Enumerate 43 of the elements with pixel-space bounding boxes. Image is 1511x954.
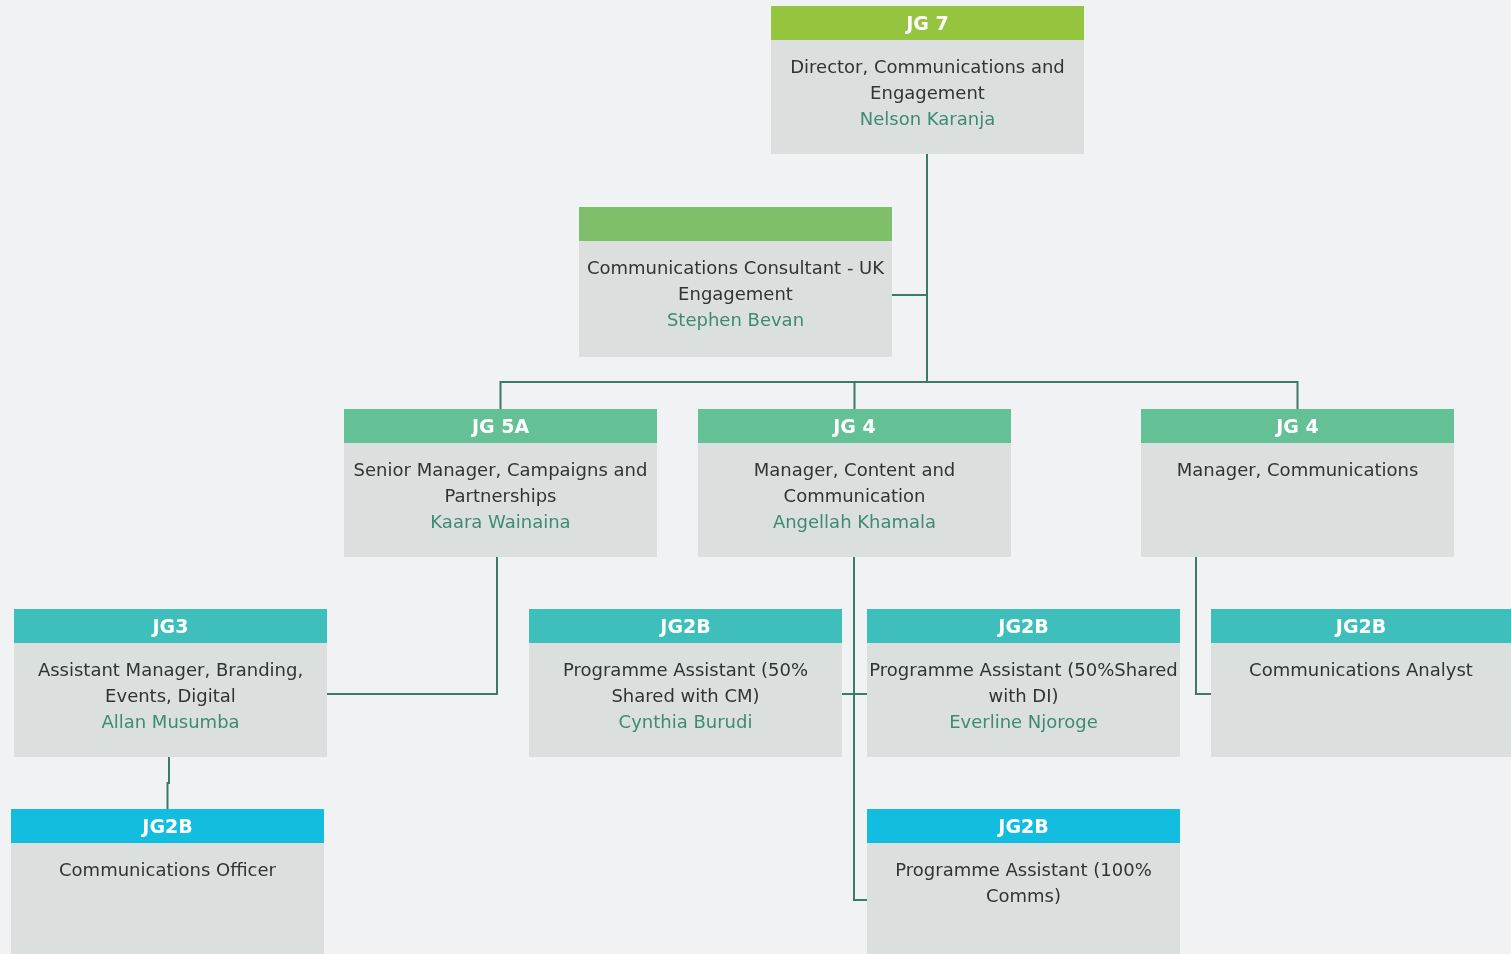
org-card <box>867 609 1180 757</box>
job-title: Programme Assistant (100% Comms) <box>894 858 1153 908</box>
grade-header: JG2B <box>867 809 1180 843</box>
job-title: Communications Consultant - UK Engagement <box>585 256 886 306</box>
job-title: Communications Officer <box>58 858 277 882</box>
job-title: Director, Communications and Engagement <box>789 55 1066 105</box>
person-name: Cynthia Burudi <box>617 710 754 734</box>
person-name: Stephen Bevan <box>665 308 806 332</box>
org-card <box>14 609 327 757</box>
org-card <box>698 409 1011 557</box>
org-card <box>867 809 1180 954</box>
org-card <box>579 207 892 357</box>
grade-header: JG 7 <box>771 6 1084 40</box>
org-card <box>344 409 657 557</box>
person-name: Nelson Karanja <box>858 107 997 131</box>
person-name: Kaara Wainaina <box>429 510 572 534</box>
person-name: Angellah Khamala <box>771 510 938 534</box>
job-title: Communications Analyst <box>1248 658 1474 682</box>
grade-header: JG2B <box>1211 609 1511 643</box>
person-name: Everline Njoroge <box>948 710 1099 734</box>
job-title: Manager, Communications <box>1175 458 1420 482</box>
job-title: Assistant Manager, Branding, Events, Digital <box>36 658 305 708</box>
connector-line <box>1195 556 1212 695</box>
grade-header: JG3 <box>14 609 327 643</box>
grade-header: JG2B <box>867 609 1180 643</box>
grade-header: JG 5A <box>344 409 657 443</box>
org-card <box>1211 609 1511 757</box>
person-name: Allan Musumba <box>100 710 241 734</box>
org-card <box>771 6 1084 154</box>
job-title: Programme Assistant (50%Shared with DI) <box>869 658 1178 708</box>
grade-header: JG 4 <box>1141 409 1454 443</box>
job-title: Manager, Content and Communication <box>752 458 957 508</box>
grade-header: JG2B <box>11 809 324 843</box>
grade-header: JG 4 <box>698 409 1011 443</box>
connector-line <box>326 556 498 695</box>
org-card <box>1141 409 1454 557</box>
job-title: Senior Manager, Campaigns and Partnerships <box>352 458 649 508</box>
connector-line <box>853 556 868 901</box>
org-card <box>529 609 842 757</box>
grade-header: JG2B <box>529 609 842 643</box>
job-title: Programme Assistant (50% Shared with CM) <box>562 658 809 708</box>
connector-line <box>166 756 170 810</box>
org-card <box>11 809 324 954</box>
